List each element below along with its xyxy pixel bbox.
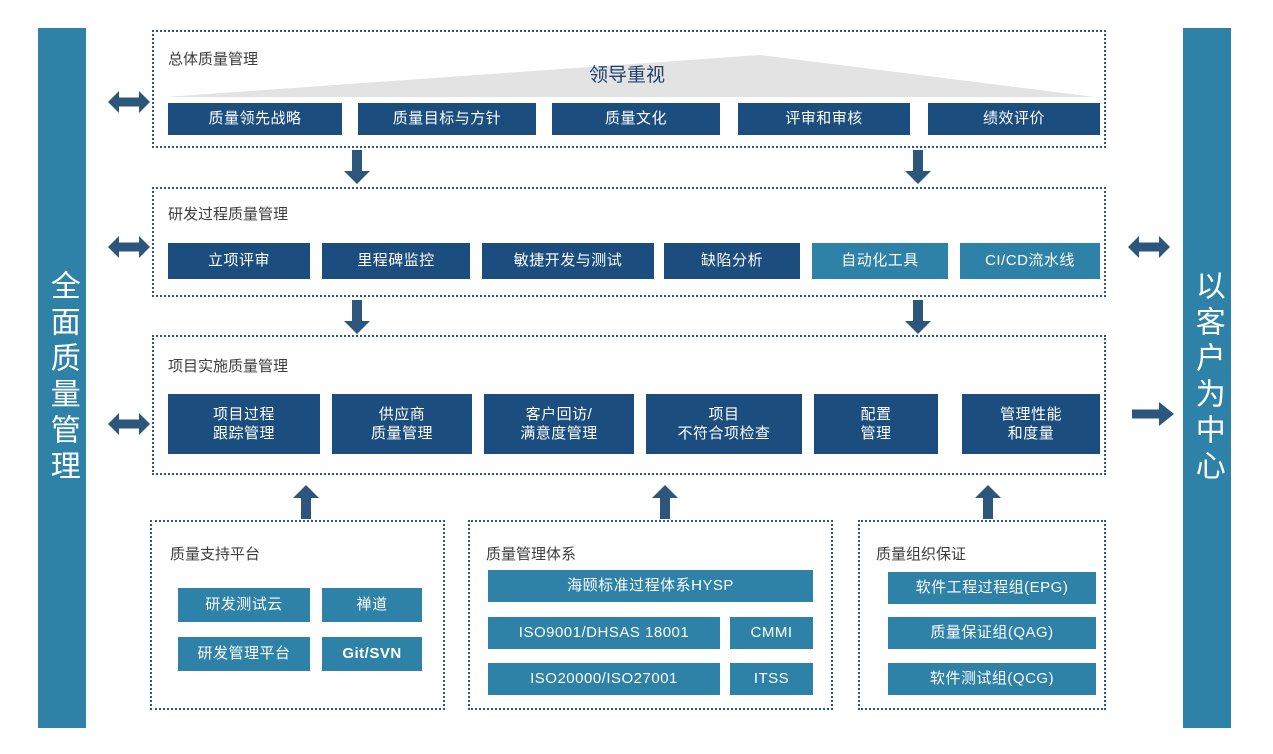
chip-label: 质量文化 — [604, 110, 667, 128]
up-arrow-icon-2 — [652, 485, 678, 519]
right-arrow-icon-row3 — [1132, 402, 1174, 426]
panel-title-quality-organization-assurance: 质量组织保证 — [876, 546, 967, 563]
chip-label: 缺陷分析 — [700, 252, 763, 270]
chip-label: CI/CD流水线 — [985, 252, 1075, 270]
chip-cicd-pipeline[interactable]: CI/CD流水线 — [960, 243, 1100, 279]
chip-label: ISO20000/ISO27001 — [530, 670, 678, 688]
chip-hysp-standard-process[interactable]: 海颐标准过程体系HYSP — [488, 570, 813, 602]
chip-label: 自动化工具 — [841, 252, 919, 270]
panel-title-rd-process: 研发过程质量管理 — [168, 206, 289, 223]
double-arrow-icon-row3 — [108, 413, 150, 435]
up-arrow-icon-1 — [293, 485, 319, 519]
chip-label: 质量目标与方针 — [392, 110, 502, 128]
panel-title-project-impl: 项目实施质量管理 — [168, 358, 289, 375]
chip-label: 研发管理平台 — [197, 645, 291, 663]
chip-management-performance-metrics[interactable]: 管理性能 和度量 — [962, 394, 1100, 454]
chip-label: 供应商 质量管理 — [370, 405, 433, 442]
chip-epg[interactable]: 软件工程过程组(EPG) — [888, 572, 1096, 604]
chip-project-process-tracking[interactable]: 项目过程 跟踪管理 — [168, 394, 320, 454]
chip-automation-tools[interactable]: 自动化工具 — [812, 243, 948, 279]
left-banner: 全面质量管理 — [38, 28, 86, 728]
down-arrow-icon-right-1 — [905, 150, 931, 184]
double-arrow-icon-row2-right — [1128, 236, 1170, 258]
chip-label: 质量领先战略 — [208, 110, 302, 128]
up-arrow-icon-3 — [975, 485, 1001, 519]
chip-supplier-quality-management[interactable]: 供应商 质量管理 — [332, 394, 472, 454]
chip-label: ISO9001/DHSAS 18001 — [518, 624, 690, 642]
panel-title-quality-support-platform: 质量支持平台 — [170, 546, 261, 563]
chip-label: 软件工程过程组(EPG) — [915, 579, 1069, 597]
chip-label: 敏捷开发与测试 — [513, 252, 623, 270]
chip-rd-test-cloud[interactable]: 研发测试云 — [178, 588, 310, 622]
panel-rd-process-quality-management — [152, 187, 1106, 297]
chip-project-initiation-review[interactable]: 立项评审 — [168, 243, 310, 279]
chip-label: ITSS — [753, 670, 790, 688]
panel-title-quality-management-system: 质量管理体系 — [486, 546, 577, 563]
chip-label: 客户回访/ 满意度管理 — [520, 405, 598, 442]
chip-quality-culture[interactable]: 质量文化 — [552, 103, 720, 135]
down-arrow-icon-left-2 — [344, 300, 370, 334]
chip-label: 研发测试云 — [205, 596, 283, 614]
chip-agile-dev-and-test[interactable]: 敏捷开发与测试 — [482, 243, 654, 279]
chip-iso20000-iso27001[interactable]: ISO20000/ISO27001 — [488, 663, 720, 695]
chip-rd-management-platform[interactable]: 研发管理平台 — [178, 637, 310, 671]
double-arrow-icon-row1 — [108, 91, 150, 113]
chip-label: 里程碑监控 — [357, 252, 435, 270]
chip-label: 立项评审 — [207, 252, 270, 270]
chip-zentao[interactable]: 禅道 — [322, 588, 422, 622]
chip-label: 海颐标准过程体系HYSP — [567, 577, 734, 595]
down-arrow-icon-right-2 — [905, 300, 931, 334]
chip-label: CMMI — [750, 624, 793, 642]
panel-title-overall: 总体质量管理 — [168, 51, 259, 68]
chip-configuration-management[interactable]: 配置 管理 — [814, 394, 938, 454]
chip-qcg[interactable]: 软件测试组(QCG) — [888, 663, 1096, 695]
right-banner: 以客户为中心 — [1183, 28, 1231, 728]
chip-quality-leading-strategy[interactable]: 质量领先战略 — [168, 103, 342, 135]
chip-label: 禅道 — [356, 596, 388, 614]
chip-label: 项目过程 跟踪管理 — [212, 405, 275, 442]
right-banner-label: 以客户为中心 — [1190, 270, 1224, 486]
chip-cmmi[interactable]: CMMI — [730, 617, 813, 649]
chip-label: 项目 不符合项检查 — [677, 405, 771, 442]
chip-iso9001-dhsas18001[interactable]: ISO9001/DHSAS 18001 — [488, 617, 720, 649]
double-arrow-icon-row2 — [108, 236, 150, 258]
chip-customer-visit-satisfaction[interactable]: 客户回访/ 满意度管理 — [484, 394, 634, 454]
chip-label: 管理性能 和度量 — [999, 405, 1062, 442]
chip-label: Git/SVN — [342, 645, 402, 663]
down-arrow-icon-left-1 — [344, 150, 370, 184]
chip-label: 配置 管理 — [860, 405, 892, 442]
chip-itss[interactable]: ITSS — [730, 663, 813, 695]
left-banner-label: 全面质量管理 — [45, 270, 79, 486]
chip-qag[interactable]: 质量保证组(QAG) — [888, 617, 1096, 649]
leadership-label: 领导重视 — [589, 65, 666, 86]
leadership-triangle — [165, 55, 1095, 97]
chip-label: 质量保证组(QAG) — [930, 624, 1054, 642]
chip-label: 评审和审核 — [785, 110, 863, 128]
chip-defect-analysis[interactable]: 缺陷分析 — [664, 243, 800, 279]
chip-review-and-audit[interactable]: 评审和审核 — [738, 103, 910, 135]
chip-project-nonconformity-check[interactable]: 项目 不符合项检查 — [646, 394, 802, 454]
chip-label: 绩效评价 — [982, 110, 1045, 128]
chip-label: 软件测试组(QCG) — [929, 670, 1055, 688]
chip-performance-evaluation[interactable]: 绩效评价 — [928, 103, 1100, 135]
chip-git-svn[interactable]: Git/SVN — [322, 637, 422, 671]
chip-milestone-monitoring[interactable]: 里程碑监控 — [322, 243, 470, 279]
chip-quality-goal-policy[interactable]: 质量目标与方针 — [358, 103, 536, 135]
